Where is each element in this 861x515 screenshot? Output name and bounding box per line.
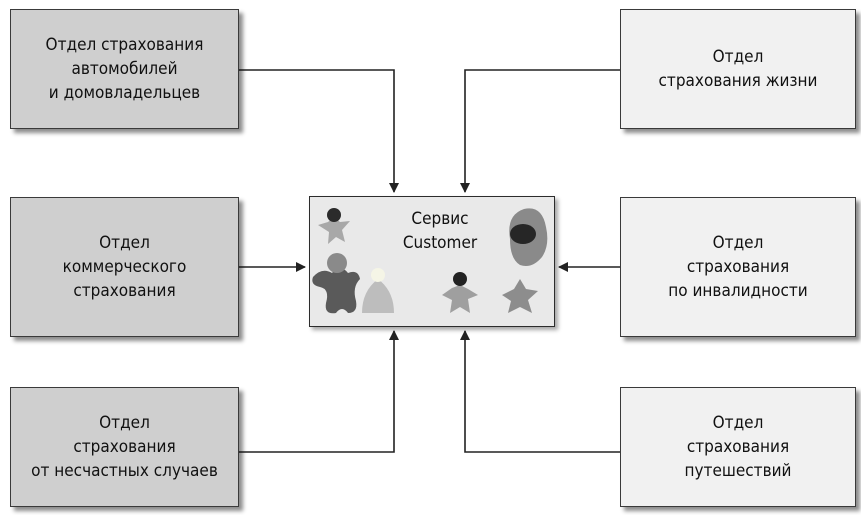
node-life-line-1: Отдел (712, 47, 764, 67)
node-accident-line-1: Отдел (99, 413, 150, 433)
figure-cone (362, 279, 394, 313)
figure-right-star (502, 279, 538, 313)
figure-top-left (318, 217, 350, 244)
node-travel-line-2: страхования (686, 437, 790, 457)
node-auto-home-insurance: Отдел страхования автомобилей и домовлад… (10, 9, 239, 129)
node-accident-insurance: Отдел страхования от несчастных случаев (10, 387, 239, 507)
node-disability-line-1: Отдел (712, 233, 764, 253)
node-commercial-line-3: страхования (73, 281, 176, 301)
node-travel-insurance: Отдел страхования путешествий (620, 387, 856, 507)
arrow-life-to-center (460, 69, 620, 193)
people-figures-icon (312, 208, 548, 314)
node-disability-insurance: Отдел страхования по инвалидности (620, 197, 856, 337)
node-auto-line-1: Отдел страхования (45, 35, 204, 55)
arrow-travel-to-center (460, 330, 620, 453)
node-commercial-line-1: Отдел (99, 233, 150, 253)
figure-large-dark (312, 268, 360, 314)
arrow-accident-to-center (239, 330, 399, 453)
figure-middle (442, 285, 478, 313)
figure-top-left-head (327, 208, 341, 222)
center-line-1: Сервис (411, 209, 469, 229)
node-commercial-line-2: коммерческого (62, 257, 187, 277)
arrow-auto-to-center (239, 69, 399, 193)
node-disability-line-3: по инвалидности (668, 281, 808, 301)
node-commercial-insurance: Отдел коммерческого страхования (10, 197, 239, 337)
figure-middle-head (453, 272, 467, 286)
center-label: Сервис Customer (380, 207, 500, 255)
node-life-line-2: страхования жизни (658, 71, 818, 91)
node-accident-line-2: страхования (73, 437, 176, 457)
center-line-2: Customer (402, 233, 478, 253)
node-accident-line-3: от несчастных случаев (31, 461, 218, 481)
figure-top-right-head (510, 224, 536, 244)
node-travel-line-3: путешествий (684, 461, 792, 481)
node-life-insurance: Отдел страхования жизни (620, 9, 856, 129)
figure-large-dark-head (327, 253, 347, 273)
node-auto-line-2: автомобилей (71, 59, 178, 79)
node-disability-line-2: страхования (686, 257, 790, 277)
node-customer-service: Сервис Customer (309, 196, 555, 327)
node-travel-line-1: Отдел (712, 413, 764, 433)
figure-cone-glow (371, 268, 385, 282)
node-auto-line-3: и домовладельцев (48, 83, 201, 103)
